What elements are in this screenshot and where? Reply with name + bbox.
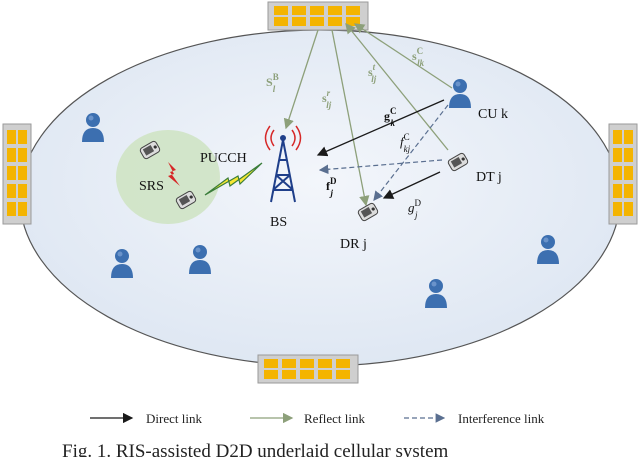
label-pucch: PUCCH: [200, 151, 247, 166]
ris-bottom: [257, 354, 359, 384]
link-dt-dr: [382, 171, 441, 199]
link-ris-dr: [331, 29, 370, 207]
link-dt-ris: [345, 22, 449, 151]
label-dr: DR j: [340, 237, 367, 252]
bs-tower-icon: [264, 125, 302, 203]
ris-top: [267, 1, 369, 31]
ris-right: [608, 123, 638, 225]
ris-left: [2, 123, 32, 225]
cell-area: [19, 29, 621, 367]
label-srs: SRS: [139, 179, 164, 194]
label-bs: BS: [270, 215, 287, 230]
link-cu-bs: [316, 99, 445, 157]
legend-interference: Interference link: [458, 411, 545, 426]
legend-reflect: Reflect link: [304, 411, 366, 426]
link-dt-bs: [318, 159, 443, 175]
pucch-lightning-icon: [204, 162, 263, 196]
label-dt: DT j: [476, 170, 502, 185]
link-cu-ris: [353, 23, 453, 89]
link-ris-bs: [283, 29, 319, 130]
label-cu: CU k: [478, 107, 508, 122]
caption: Fig. 1. RIS-assisted D2D underlaid cellu…: [62, 441, 449, 457]
legend-direct: Direct link: [146, 411, 202, 426]
link-cu-dr: [373, 104, 449, 201]
srs-region: [116, 130, 220, 224]
legend: Direct link Reflect link Interference li…: [90, 411, 545, 426]
srs-lightning-icon: [168, 162, 180, 186]
